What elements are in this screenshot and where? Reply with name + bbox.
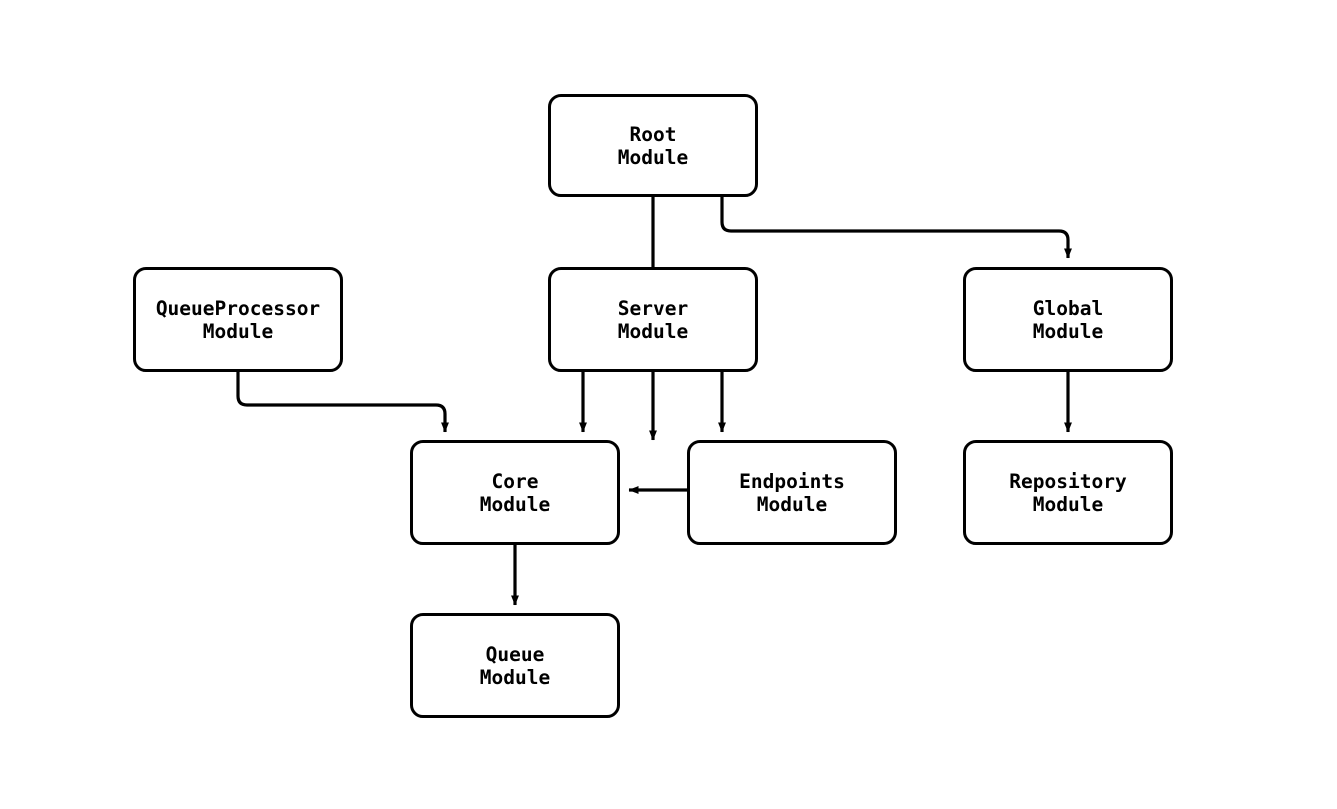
node-endpoints-suffix: Module [756, 492, 828, 516]
node-repository-name: Repository [1009, 469, 1127, 493]
edge-queueprocessor-to-core [236, 372, 449, 433]
node-global[interactable]: Global Module [963, 267, 1173, 372]
node-queueprocessor-suffix: Module [202, 319, 274, 343]
node-global-suffix: Module [1032, 319, 1104, 343]
node-queue[interactable]: Queue Module [410, 613, 620, 718]
node-root-suffix: Module [617, 145, 689, 169]
node-root-name: Root [629, 122, 677, 146]
node-server-name: Server [617, 296, 689, 320]
node-core-suffix: Module [479, 492, 551, 516]
node-endpoints[interactable]: Endpoints Module [687, 440, 897, 545]
node-server-suffix: Module [617, 319, 689, 343]
edge-root-to-global [720, 197, 1072, 259]
node-server[interactable]: Server Module [548, 267, 758, 372]
node-queue-suffix: Module [479, 665, 551, 689]
node-repository[interactable]: Repository Module [963, 440, 1173, 545]
node-core-name: Core [491, 469, 539, 493]
node-core[interactable]: Core Module [410, 440, 620, 545]
node-endpoints-name: Endpoints [739, 469, 845, 493]
node-queueprocessor-name: QueueProcessor [155, 296, 321, 320]
node-queue-name: Queue [485, 642, 545, 666]
node-queueprocessor[interactable]: QueueProcessor Module [133, 267, 343, 372]
node-repository-suffix: Module [1032, 492, 1104, 516]
node-global-name: Global [1032, 296, 1104, 320]
node-root[interactable]: Root Module [548, 94, 758, 197]
